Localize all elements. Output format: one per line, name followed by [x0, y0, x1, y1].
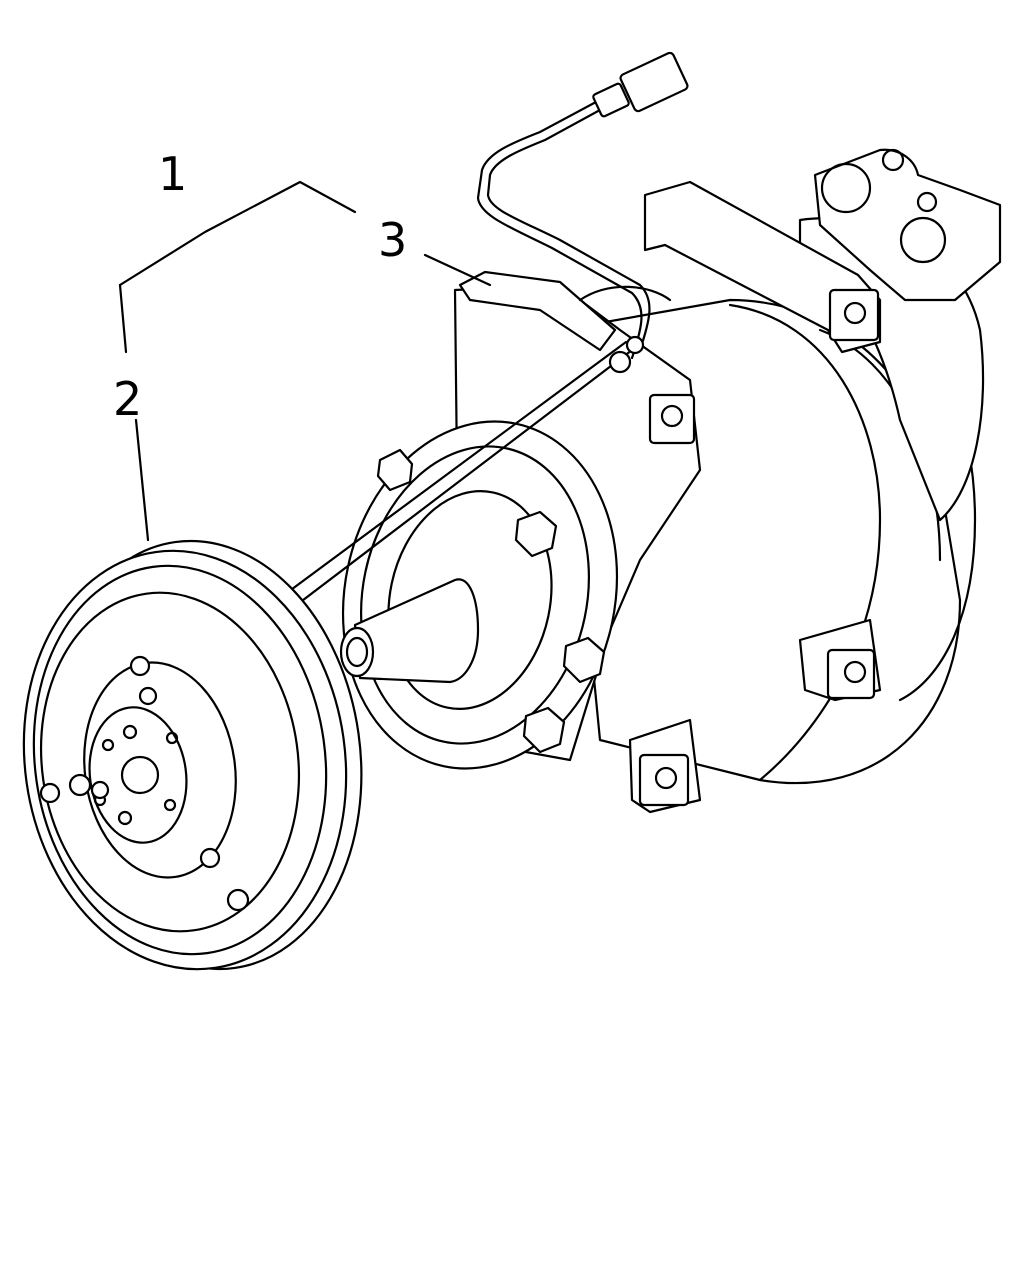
- callout-2: 2: [113, 372, 142, 426]
- leader-1: [118, 180, 357, 287]
- pulley-assembly: [22, 539, 363, 971]
- wiring-harness: [278, 51, 689, 612]
- leader-2: [134, 418, 150, 542]
- callout-1: 1: [158, 147, 187, 201]
- leader-3: [423, 253, 492, 287]
- callout-3: 3: [378, 213, 407, 267]
- leader-lines: [118, 180, 492, 542]
- clutch-face-assembly: [339, 420, 619, 770]
- leader-1-down: [118, 283, 128, 354]
